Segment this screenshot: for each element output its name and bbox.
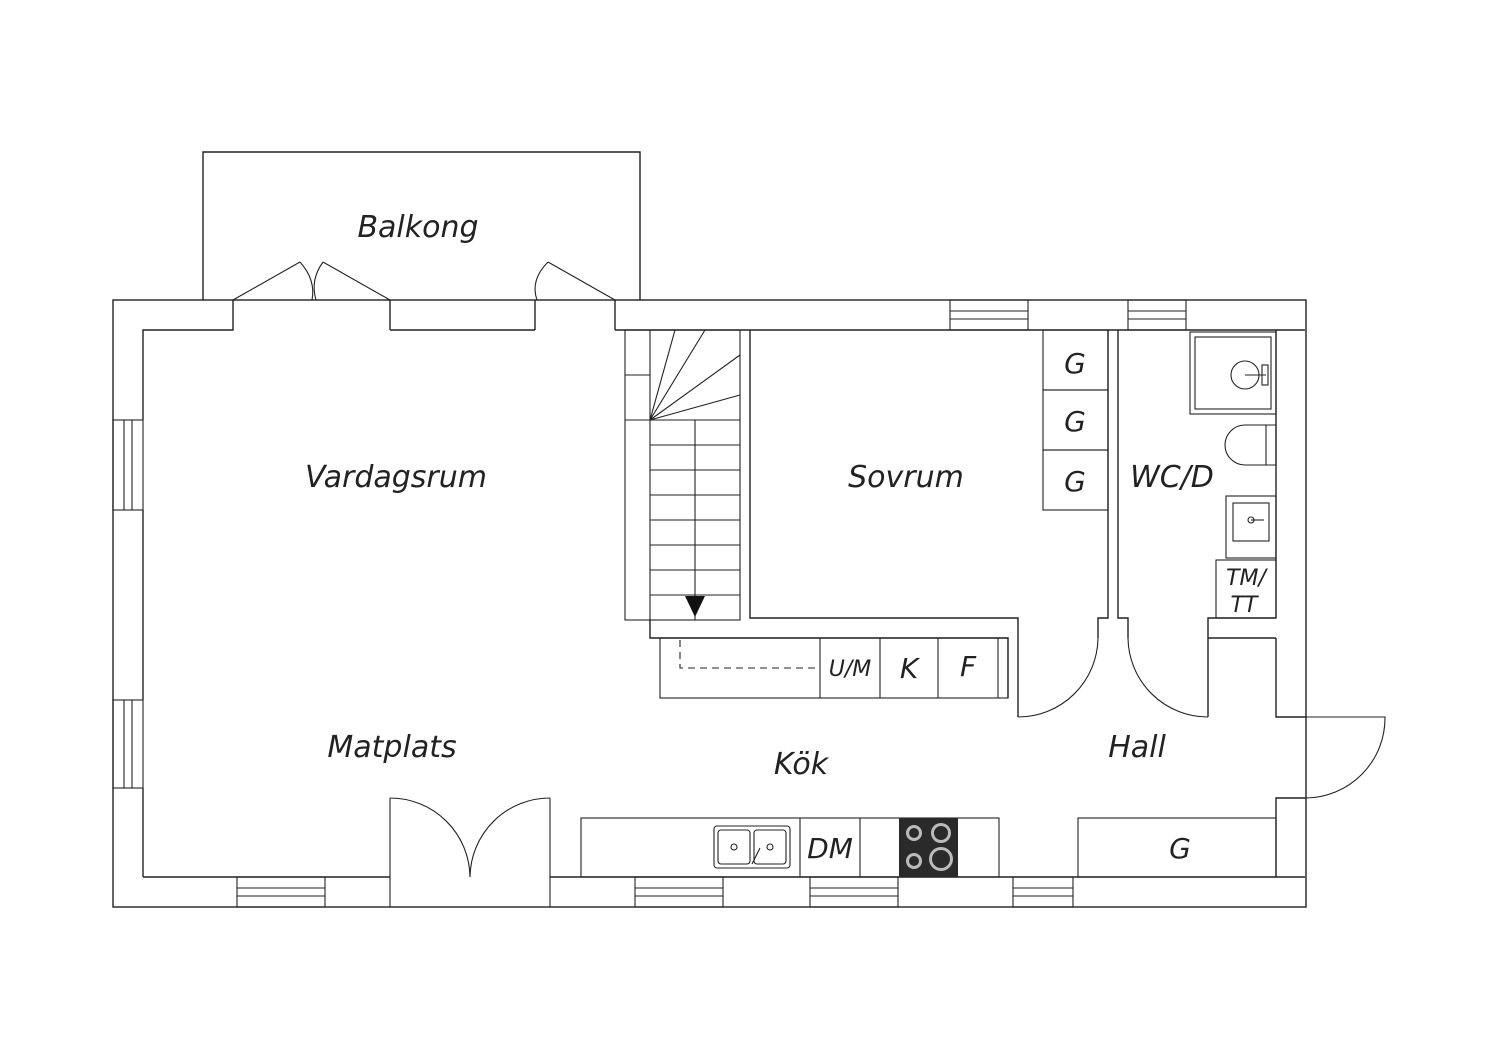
fridge-freezer-label: U/M [829, 657, 872, 682]
balcony-doors [232, 261, 616, 301]
kitchen-upper-counter [659, 637, 1009, 699]
hall-wardrobe [1077, 817, 1277, 878]
washer-dryer-label-line2: TT [1231, 593, 1259, 618]
bathroom-fixtures [1189, 331, 1277, 619]
dishwasher-label: DM [807, 832, 853, 865]
windows [112, 299, 1187, 908]
sink-icon [713, 825, 791, 869]
staircase [624, 329, 741, 621]
room-label-kok: Kök [774, 747, 830, 782]
hall-wardrobe-label: G [1169, 832, 1191, 865]
cabinet-label-k: K [900, 652, 921, 685]
arrow-down-icon [685, 596, 705, 617]
stove-icon [899, 818, 958, 877]
bedroom-wardrobes [1042, 329, 1109, 511]
room-label-matplats: Matplats [327, 730, 456, 765]
kitchen-lower-counter [580, 817, 1000, 878]
wardrobe-label: G [1064, 405, 1086, 438]
room-label-hall: Hall [1108, 730, 1166, 765]
room-label-wcd: WC/D [1130, 460, 1214, 495]
room-label-sovrum: Sovrum [848, 460, 964, 495]
interior-doors [389, 637, 1386, 907]
cabinet-label-f: F [960, 650, 977, 683]
wardrobe-label: G [1064, 465, 1086, 498]
washer-dryer-label-line1: TM/ [1226, 566, 1268, 591]
room-label-balkong: Balkong [357, 210, 478, 245]
balcony [202, 151, 641, 300]
outer-walls [112, 299, 1307, 908]
room-label-vardagsrum: Vardagsrum [305, 460, 487, 495]
wardrobe-label: G [1064, 347, 1086, 380]
